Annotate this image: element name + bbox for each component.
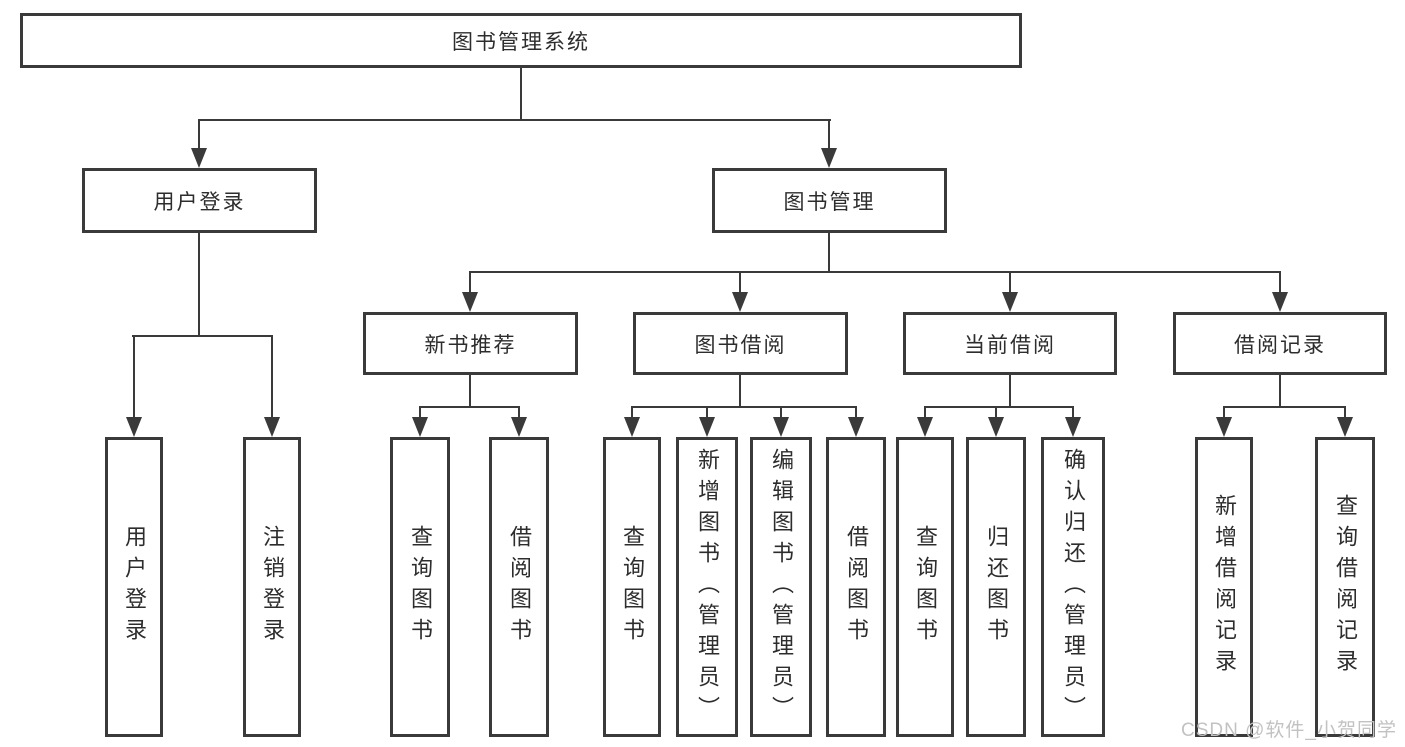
arrow-down-icon xyxy=(1002,292,1018,312)
connector-line xyxy=(739,271,741,293)
connector-line xyxy=(1223,406,1346,408)
arrow-down-icon xyxy=(1337,417,1353,437)
connector-line xyxy=(924,406,1074,408)
connector-line xyxy=(780,406,782,419)
node-current-borrowing: 当前借阅 xyxy=(903,312,1117,375)
connector-line xyxy=(706,406,708,419)
leaf-recommend-borrow-books: 借阅图书 xyxy=(489,437,549,737)
connector-line xyxy=(924,406,926,419)
leaf-confirm-return-admin: 确认归还（管理员） xyxy=(1041,437,1105,737)
node-book-borrowing: 图书借阅 xyxy=(633,312,848,375)
connector-line xyxy=(469,271,1281,273)
connector-line xyxy=(631,406,633,419)
arrow-down-icon xyxy=(732,292,748,312)
connector-line xyxy=(1009,373,1011,407)
arrow-down-icon xyxy=(264,417,280,437)
connector-line xyxy=(1344,406,1346,419)
connector-line xyxy=(1223,406,1225,419)
connector-line xyxy=(132,335,273,337)
connector-line xyxy=(133,335,135,418)
connector-line xyxy=(828,119,830,149)
leaf-current-query-books: 查询图书 xyxy=(896,437,954,737)
node-book-management: 图书管理 xyxy=(712,168,947,233)
arrow-down-icon xyxy=(821,148,837,168)
arrow-down-icon xyxy=(1065,417,1081,437)
connector-line xyxy=(419,406,421,419)
connector-line xyxy=(1072,406,1074,419)
node-new-book-recommendation: 新书推荐 xyxy=(363,312,578,375)
arrow-down-icon xyxy=(1272,292,1288,312)
connector-line xyxy=(739,373,741,407)
connector-line xyxy=(1009,271,1011,293)
connector-line xyxy=(469,271,471,293)
arrow-down-icon xyxy=(624,417,640,437)
arrow-down-icon xyxy=(412,417,428,437)
leaf-user-login: 用户登录 xyxy=(105,437,163,737)
node-user-login-group: 用户登录 xyxy=(82,168,317,233)
connector-line xyxy=(198,119,831,121)
connector-line xyxy=(198,119,200,149)
arrow-down-icon xyxy=(126,417,142,437)
connector-line xyxy=(419,406,520,408)
arrow-down-icon xyxy=(988,417,1004,437)
leaf-recommend-query-books: 查询图书 xyxy=(390,437,450,737)
leaf-borrow-books: 借阅图书 xyxy=(826,437,886,737)
arrow-down-icon xyxy=(462,292,478,312)
connector-line xyxy=(631,406,857,408)
node-borrowing-records: 借阅记录 xyxy=(1173,312,1387,375)
connector-line xyxy=(518,406,520,419)
leaf-add-borrow-record: 新增借阅记录 xyxy=(1195,437,1253,737)
arrow-down-icon xyxy=(848,417,864,437)
connector-line xyxy=(995,406,997,419)
arrow-down-icon xyxy=(917,417,933,437)
arrow-down-icon xyxy=(699,417,715,437)
leaf-return-books: 归还图书 xyxy=(966,437,1026,737)
connector-line xyxy=(855,406,857,419)
connector-line xyxy=(828,231,830,272)
csdn-watermark: CSDN @软件_小贺同学 xyxy=(1181,720,1397,741)
connector-line xyxy=(271,335,273,418)
leaf-query-borrow-record: 查询借阅记录 xyxy=(1315,437,1375,737)
arrow-down-icon xyxy=(773,417,789,437)
connector-line xyxy=(1279,373,1281,407)
connector-line xyxy=(1279,271,1281,293)
leaf-logout: 注销登录 xyxy=(243,437,301,737)
connector-line xyxy=(469,373,471,407)
connector-line xyxy=(198,231,200,336)
connector-line xyxy=(520,66,522,120)
leaf-borrowing-query-books: 查询图书 xyxy=(603,437,661,737)
leaf-add-books-admin: 新增图书（管理员） xyxy=(676,437,738,737)
arrow-down-icon xyxy=(511,417,527,437)
node-library-management-system: 图书管理系统 xyxy=(20,13,1022,68)
arrow-down-icon xyxy=(191,148,207,168)
leaf-edit-books-admin: 编辑图书（管理员） xyxy=(750,437,812,737)
arrow-down-icon xyxy=(1216,417,1232,437)
